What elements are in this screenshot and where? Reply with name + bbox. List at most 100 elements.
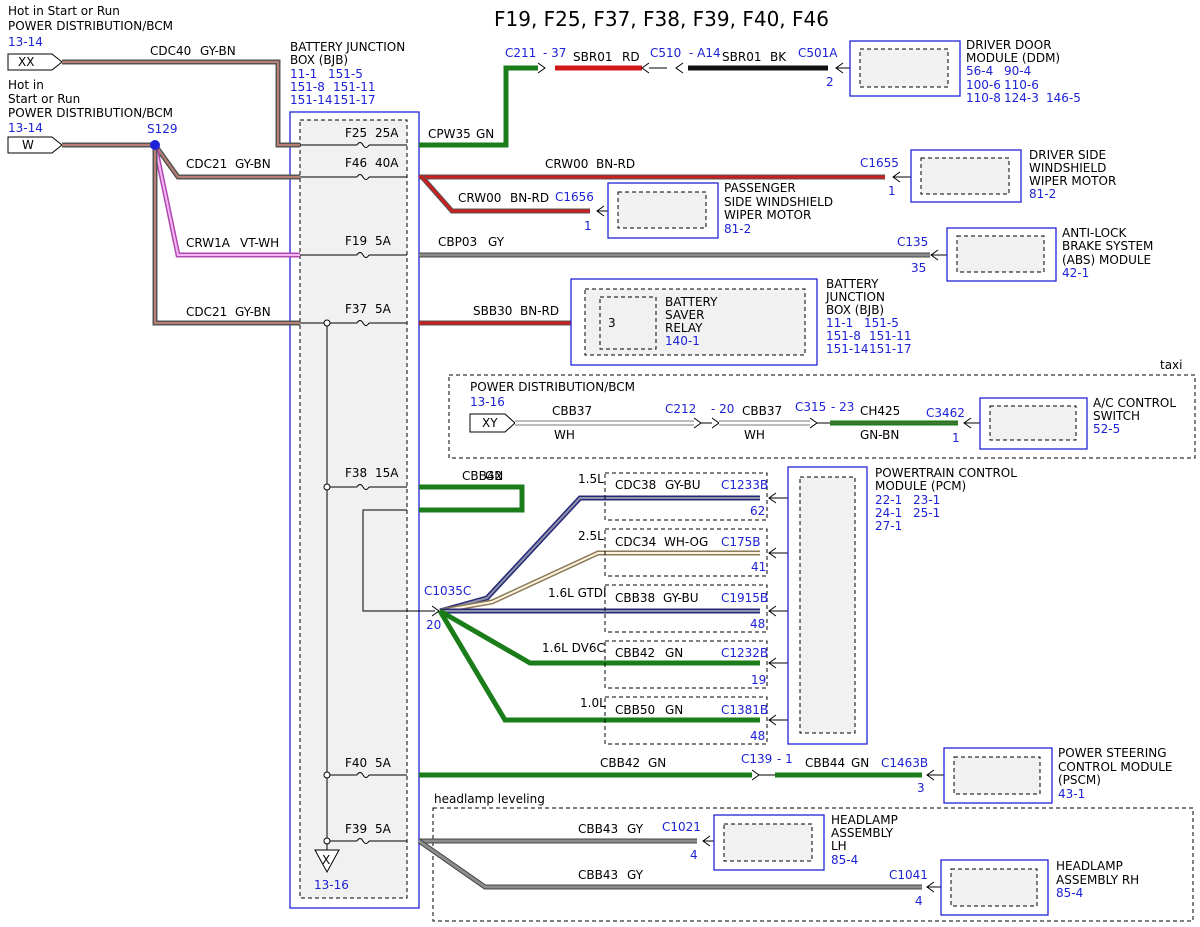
- bjb-line2: BOX (BJB): [290, 53, 348, 67]
- c3462-pin: 1: [952, 431, 960, 445]
- cdc21b-color: GY-BN: [235, 305, 271, 319]
- c1381b-box: [604, 696, 768, 745]
- branch4-engine: 1.6L DV6C: [542, 641, 605, 655]
- c1915b-box: [604, 584, 768, 633]
- pscm-line2: CONTROL MODULE: [1058, 760, 1173, 774]
- source-w-flag: [7, 136, 63, 154]
- component-abs: ANTI-LOCK BRAKE SYSTEM (ABS) MODULE 42-1: [946, 226, 1153, 282]
- branch3-engine: 1.6L GTDI: [548, 586, 607, 600]
- branch3-circuit: CBB38: [615, 591, 655, 605]
- branch5-color: GN: [665, 703, 683, 717]
- conn-c1041: C1041 4: [889, 868, 952, 908]
- diagram-title: F19, F25, F37, F38, F39, F40, F46: [494, 7, 829, 31]
- pcm-ref-5: 27-1: [875, 519, 902, 533]
- c501a-name: C501A: [798, 46, 838, 60]
- branch1-engine: 1.5L: [578, 472, 604, 486]
- abs-line2: BRAKE SYSTEM: [1062, 239, 1153, 253]
- cbb42loop-color: GN: [485, 469, 503, 483]
- crw00b-color: BN-RD: [510, 191, 549, 205]
- wire-cpw35: CPW35 GN: [419, 65, 538, 148]
- fuse-f40: F40 5A: [323, 756, 407, 779]
- f39-name: F39: [345, 822, 367, 836]
- cbb43b-color: GY: [627, 868, 644, 882]
- ddm-ref-6: 124-3: [1004, 91, 1039, 105]
- bjb2-ref-1: 11-1: [826, 316, 853, 330]
- branch5-engine: 1.0L: [580, 696, 606, 710]
- branch-labels: 1.5L CDC38 GY-BU C1233B 62 2.5L CDC34 WH…: [542, 472, 768, 743]
- c1021-pin: 4: [690, 848, 698, 862]
- wire-cbb43-rh: CBB43 GY: [417, 838, 922, 890]
- source-xx-line1: Hot in Start or Run: [8, 4, 120, 18]
- ps-wiper-ref: 81-2: [724, 222, 751, 236]
- c1021-name: C1021: [662, 820, 701, 834]
- cbb43a-circuit: CBB43: [578, 822, 618, 836]
- conn-c1655: C1655 1: [860, 156, 920, 198]
- f46-rating: 40A: [375, 156, 399, 170]
- abs-ref: 42-1: [1062, 266, 1089, 280]
- ac-line2: SWITCH: [1093, 409, 1140, 423]
- f25-rating: 25A: [375, 126, 399, 140]
- wire-cdc21-bottom: CDC21 GY-BN: [152, 145, 300, 326]
- crw00b-circuit: CRW00: [458, 191, 501, 205]
- cpw35-color: GN: [476, 127, 494, 141]
- c510-name: C510: [650, 46, 681, 60]
- splice-label: S129: [147, 122, 178, 136]
- bjb-inner: [299, 119, 408, 899]
- splice-s129: [150, 140, 160, 150]
- headlamp-leveling-label: headlamp leveling: [434, 792, 545, 806]
- wire-crw00-passenger: CRW00 BN-RD: [420, 175, 590, 214]
- fuse-f38: F38 15A: [323, 466, 407, 491]
- bjb-line1: BATTERY JUNCTION: [290, 40, 405, 54]
- sbr01a-color: RD: [622, 50, 640, 64]
- c315-name: C315: [795, 400, 826, 414]
- conn-c139: C139 - 1: [741, 752, 793, 781]
- branch2-connector: C175B: [721, 535, 761, 549]
- bjb2-ref-6: 151-17: [869, 342, 912, 356]
- pscm-ref: 43-1: [1058, 787, 1085, 801]
- f39-rating: 5A: [375, 822, 392, 836]
- component-pscm: POWER STEERING CONTROL MODULE (PSCM) 43-…: [943, 746, 1173, 804]
- ddm-ref-5: 110-8: [966, 91, 1001, 105]
- crw1a-circuit: CRW1A: [186, 236, 231, 250]
- cbb43b-circuit: CBB43: [578, 868, 618, 882]
- c3462-name: C3462: [926, 406, 965, 420]
- taxi-label: taxi: [1160, 358, 1183, 372]
- c175b-box: [604, 528, 768, 577]
- branch1-connector: C1233B: [721, 478, 768, 492]
- c1463b-name: C1463B: [881, 756, 928, 770]
- headlamp-leveling-section: headlamp leveling: [432, 792, 1194, 922]
- cdc40-color: GY-BN: [200, 44, 236, 58]
- crw00a-color: BN-RD: [596, 157, 635, 171]
- component-ac-switch: A/C CONTROL SWITCH 52-5: [979, 396, 1176, 450]
- source-w-line3: POWER DISTRIBUTION/BCM: [8, 106, 173, 120]
- branch1-pin: 62: [750, 504, 765, 518]
- cbp03-circuit: CBP03: [438, 235, 477, 249]
- fuse-f46: F46 40A: [300, 156, 407, 180]
- hl-lh-line2: ASSEMBLY: [831, 826, 894, 840]
- cbb42b-circuit: CBB42: [600, 756, 640, 770]
- branch2-color: WH-OG: [664, 535, 708, 549]
- c1655-name: C1655: [860, 156, 899, 170]
- bsr-pin: 3: [608, 316, 616, 330]
- ac-line1: A/C CONTROL: [1093, 396, 1176, 410]
- conn-c3462: C3462 1: [926, 406, 990, 445]
- branch5-connector: C1381B: [721, 703, 768, 717]
- cbb42loop-circuit: CBB42: [462, 469, 502, 483]
- taxi-tag: XY: [482, 416, 498, 430]
- hl-rh-line1: HEADLAMP: [1056, 859, 1123, 873]
- ps-wiper-line1: PASSENGER: [724, 181, 796, 195]
- cbb37b-color: WH: [744, 428, 765, 442]
- bjb-ref-2: 151-5: [328, 67, 363, 81]
- branch3-connector: C1915B: [721, 591, 768, 605]
- ac-ref: 52-5: [1093, 422, 1120, 436]
- c501a-pin: 2: [826, 75, 834, 89]
- ds-wiper-line3: WIPER MOTOR: [1029, 174, 1116, 188]
- branch1-color: GY-BU: [665, 478, 701, 492]
- cbb37a-color: WH: [554, 428, 575, 442]
- sbb30-circuit: SBB30: [473, 304, 512, 318]
- hl-rh-ref: 85-4: [1056, 886, 1083, 900]
- bjb-ref-6: 151-17: [333, 93, 376, 107]
- branch3-pin: 48: [750, 617, 765, 631]
- cbb43a-color: GY: [627, 822, 644, 836]
- c1656-pin: 1: [584, 219, 592, 233]
